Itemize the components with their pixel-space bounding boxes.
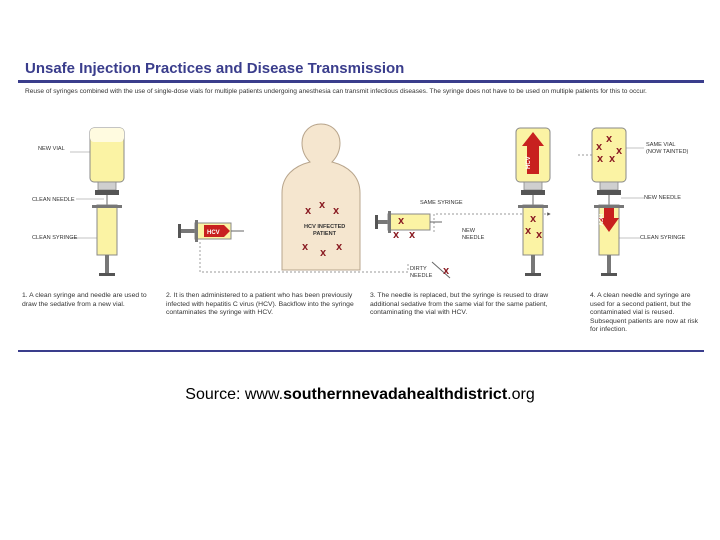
label-new-needle-2: NEEDLE [462,235,485,241]
title-bar: Unsafe Injection Practices and Disease T… [18,48,704,92]
label-new-vial: NEW VIAL [38,146,65,152]
step-4-caption: 4. A clean needle and syringe are used f… [590,292,699,334]
label-patient-line2: PATIENT [313,231,337,237]
virus-x-mark: X [525,227,532,236]
syringe-step4: HCV [594,195,624,276]
label-dirty-needle-1: DIRTY [410,266,427,272]
label-dirty-needle-2: NEEDLE [410,273,433,279]
label-clean-syringe: CLEAN SYRINGE [32,235,78,241]
virus-x-mark: X [616,147,623,156]
virus-x-mark: X [305,207,312,216]
virus-x-mark: X [536,231,543,240]
hcv-badge-step3: HCV [526,156,532,169]
step-1-caption: 1. A clean syringe and needle are used t… [22,292,147,308]
virus-x-mark: X [530,215,537,224]
label-same-vial: SAME VIAL [646,142,676,148]
step1-leaders [70,151,104,239]
source-caption: Source: www.southernnevadahealthdistrict… [0,386,720,404]
intro-text: Reuse of syringes combined with the use … [25,88,647,95]
same-vial-tainted [591,127,627,195]
dirty-needle: X [431,261,451,279]
virus-x-mark: X [302,243,309,252]
step4-leaders [619,147,644,239]
step-2-caption: 2. It is then administered to a patient … [166,292,354,317]
virus-x-mark: X [597,155,604,164]
hcv-syringe-horizontal: HCV [178,220,244,242]
virus-x-mark: X [596,143,603,152]
virus-x-mark: X [336,243,343,252]
step-3-caption: 3. The needle is replaced, but the syrin… [370,292,549,317]
source-prefix: Source: www. [185,386,284,403]
hcv-badge-step4: HCV [597,214,603,226]
syringe-step3 [518,195,548,276]
virus-x-mark: X [333,207,340,216]
infographic-title: Unsafe Injection Practices and Disease T… [25,60,405,77]
virus-x-mark: X [609,155,616,164]
label-clean-needle: CLEAN NEEDLE [32,197,75,203]
patient-silhouette [281,123,361,271]
virus-x-mark: X [319,201,326,210]
source-domain: southernnevadahealthdistrict [283,386,508,403]
diagram-illustration: NEW VIAL CLEAN NEEDLE CLEAN SYRINGE HCV … [32,123,688,279]
new-vial-1 [89,127,125,195]
infographic-panel: Unsafe Injection Practices and Disease T… [18,48,704,354]
label-new-needle: NEW NEEDLE [644,195,681,201]
label-new-needle-1: NEW [462,228,476,234]
bottom-rule [18,350,704,352]
label-now-tainted: (NOW TAINTED) [646,149,688,155]
virus-x-mark: X [409,231,416,240]
dirty-needle-x: X [443,267,450,276]
label-clean-syringe-2: CLEAN SYRINGE [640,235,686,241]
virus-x-mark: X [398,217,405,226]
label-same-syringe: SAME SYRINGE [420,200,463,206]
source-suffix: .org [507,386,535,403]
label-patient-line1: HCV INFECTED [304,224,345,230]
hcv-badge-step2: HCV [207,230,220,236]
virus-x-mark: X [393,231,400,240]
clean-syringe-1 [92,195,122,276]
virus-x-mark: X [606,135,613,144]
same-syringe-horizontal [375,211,442,233]
virus-x-mark: X [320,249,327,258]
contaminated-vial-step3: HCV [515,127,551,195]
title-rule [18,80,704,83]
